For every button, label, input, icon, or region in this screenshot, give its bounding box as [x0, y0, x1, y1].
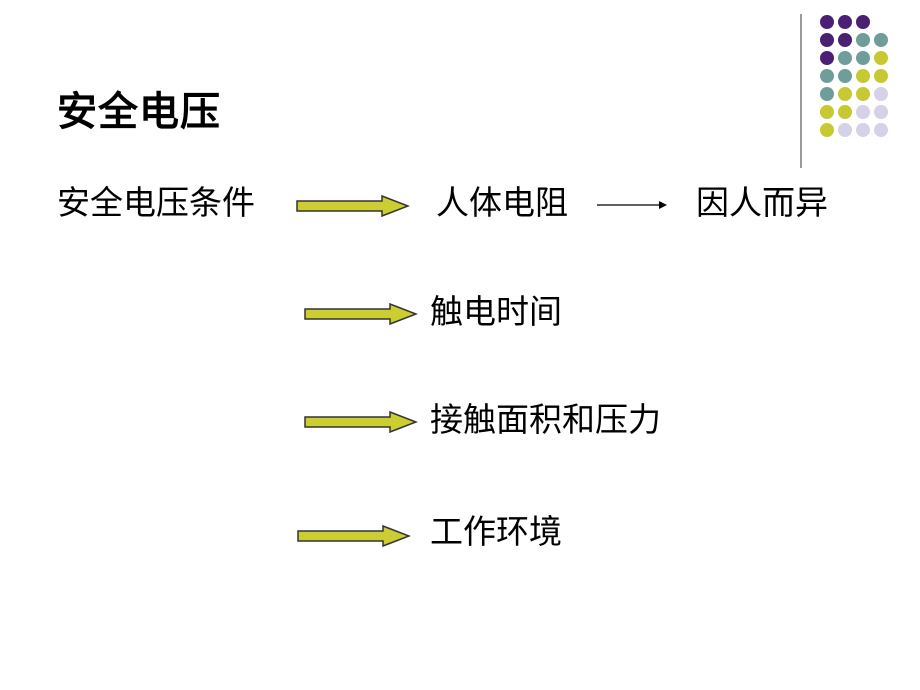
decorative-dot: [856, 105, 870, 119]
decorative-dot: [838, 51, 852, 65]
decorative-dot: [856, 69, 870, 83]
decorative-dot: [838, 87, 852, 101]
arrow-right-icon: [304, 410, 418, 434]
arrow-right-icon: [297, 524, 411, 548]
decorative-dot: [838, 105, 852, 119]
factor-contact-area-pressure: 接触面积和压力: [430, 400, 661, 439]
decorative-dot: [856, 15, 870, 29]
factor-body-resistance: 人体电阻: [436, 183, 568, 222]
decorative-dot: [856, 87, 870, 101]
decorative-dot: [838, 69, 852, 83]
decorative-dot: [820, 51, 834, 65]
decorative-dot: [838, 33, 852, 47]
decorative-dot: [856, 33, 870, 47]
factor-work-environment: 工作环境: [430, 512, 562, 551]
decorative-dot: [820, 123, 834, 137]
condition-label: 安全电压条件: [57, 183, 255, 222]
thin-arrow-icon: [597, 201, 667, 209]
decorative-dot: [874, 33, 888, 47]
decorative-dot: [838, 123, 852, 137]
decorative-dot: [820, 69, 834, 83]
arrow-right-icon: [296, 194, 410, 218]
decorative-dot: [874, 87, 888, 101]
decorative-dot: [820, 15, 834, 29]
decorative-dot: [856, 51, 870, 65]
decorative-dot: [838, 15, 852, 29]
decorative-dot: [874, 123, 888, 137]
factor-body-resistance-detail: 因人而异: [696, 183, 828, 222]
decorative-dot: [820, 33, 834, 47]
decorative-dot: [874, 51, 888, 65]
decorative-dot: [856, 123, 870, 137]
slide-title: 安全电压: [57, 89, 221, 135]
decorative-dot: [874, 69, 888, 83]
arrow-right-icon: [304, 302, 418, 326]
decorative-dot: [874, 105, 888, 119]
divider-line: [800, 14, 802, 168]
decorative-dot: [820, 87, 834, 101]
decorative-dot: [820, 105, 834, 119]
factor-contact-time: 触电时间: [430, 292, 562, 331]
